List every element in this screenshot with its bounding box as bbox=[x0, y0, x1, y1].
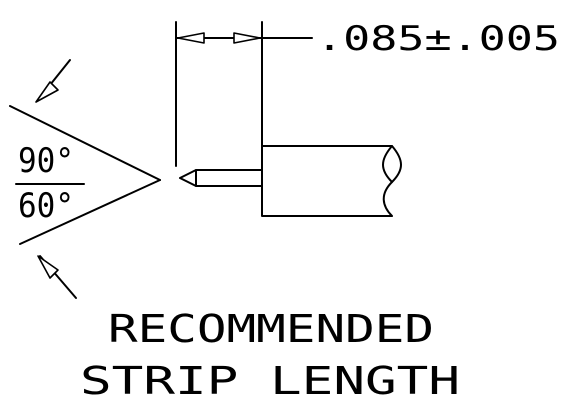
stripped-conductor bbox=[179, 169, 263, 187]
angle-line-lower bbox=[19, 179, 161, 245]
wire-break-symbol bbox=[382, 145, 393, 183]
caption-line-1: RECOMMENDED bbox=[108, 307, 434, 351]
wire-insulation bbox=[261, 145, 402, 217]
caption-line-2: STRIP LENGTH bbox=[80, 359, 460, 400]
angle-line-upper bbox=[9, 105, 161, 181]
angle-upper-text: 90° bbox=[18, 141, 74, 181]
angle-arrow-upper bbox=[35, 81, 59, 103]
dimension-arrow-left bbox=[177, 32, 205, 44]
dimension-arrow-right bbox=[233, 32, 261, 44]
angle-lower-text: 60° bbox=[18, 186, 74, 226]
angle-arrow-lower bbox=[37, 255, 59, 279]
strip-length-tolerance-text: .085±.005 bbox=[316, 19, 560, 59]
